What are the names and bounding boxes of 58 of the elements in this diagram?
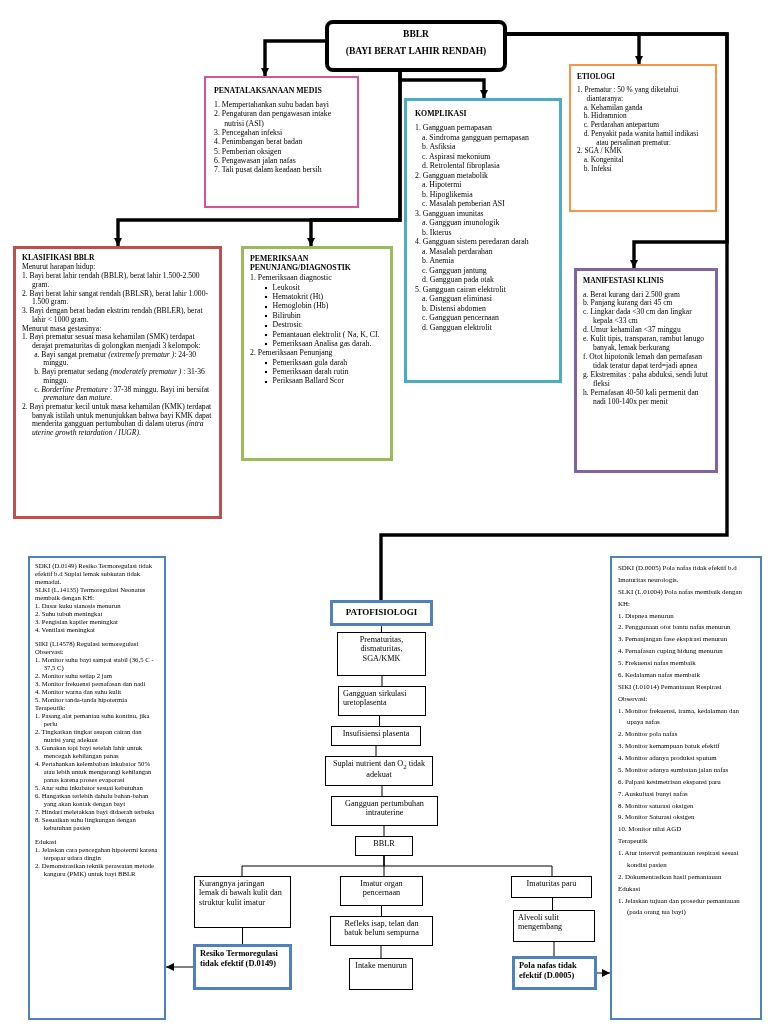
info-panel xyxy=(569,64,717,212)
process-box xyxy=(194,876,291,928)
box-label: Imaturitas paru xyxy=(525,879,578,889)
connector-line xyxy=(381,625,382,633)
box-heading: PATOFISIOLOGI xyxy=(344,607,419,618)
process-box xyxy=(338,686,426,716)
process-box xyxy=(511,876,592,898)
connector-line xyxy=(380,945,382,959)
process-box xyxy=(337,632,426,676)
box-label: Intake menurun xyxy=(354,961,408,971)
connector-line xyxy=(383,825,385,837)
diagnosis-box xyxy=(512,956,597,990)
connector-line xyxy=(553,941,555,957)
connector-line xyxy=(381,785,383,797)
connector-line xyxy=(242,927,243,945)
connector-line xyxy=(379,715,380,727)
box-label: Insufisiensi plasenta xyxy=(341,729,411,739)
connector-line xyxy=(381,675,383,687)
box-label: Pola nafas tidak efektif (D.0005) xyxy=(519,961,578,981)
process-box xyxy=(331,726,421,746)
title-box xyxy=(325,20,507,73)
box-label: Resiko Termoregulasi tidak efektif (D.0149) xyxy=(200,949,279,969)
box-label: BBLR xyxy=(372,839,396,849)
process-box xyxy=(349,958,413,990)
process-box xyxy=(325,756,433,786)
process-box xyxy=(330,916,433,946)
process-box xyxy=(513,910,595,942)
diagnosis-box xyxy=(193,944,292,990)
process-box xyxy=(331,796,438,826)
box-label: Suplai nutrient dan O$_{2}$ tidak adekuat xyxy=(331,759,427,780)
arrow xyxy=(307,72,402,246)
box-label: Kurangnya jaringan lemak di bawah kulit dan struktur kulit imatur xyxy=(199,879,283,908)
connector-line xyxy=(552,897,553,911)
info-panel xyxy=(574,268,718,473)
info-panel xyxy=(13,246,222,519)
connector-line xyxy=(381,905,382,917)
box-label: Imatur organ pencernaan xyxy=(359,879,404,898)
info-panel xyxy=(241,246,393,461)
info-panel xyxy=(610,556,762,1020)
process-box xyxy=(340,876,423,906)
connector-line xyxy=(379,32,729,600)
box-label: Prematuritas, dismaturitas, SGA/KMK xyxy=(358,635,405,664)
info-panel xyxy=(28,556,166,1020)
box-heading: (BAYI BERAT LAHIR RENDAH) xyxy=(344,46,488,58)
box-label: Gangguan sirkulasi uretoplasenta xyxy=(343,689,408,708)
box-label: Alveoli sulit mengembang xyxy=(518,913,564,932)
box-label: Gangguan pertumbuhan intrauterine xyxy=(344,799,425,818)
connector-line xyxy=(375,745,377,757)
info-panel xyxy=(404,98,562,383)
process-box xyxy=(355,836,413,856)
info-panel xyxy=(204,76,359,208)
box-heading: BBLR xyxy=(402,29,430,41)
arrow xyxy=(165,963,194,971)
arrow xyxy=(596,969,611,977)
box-label: Refleks isap, telan dan batuk belum sempurna xyxy=(343,919,420,938)
arrow xyxy=(261,39,325,76)
info-panel xyxy=(330,600,433,627)
connector-line xyxy=(383,855,553,877)
